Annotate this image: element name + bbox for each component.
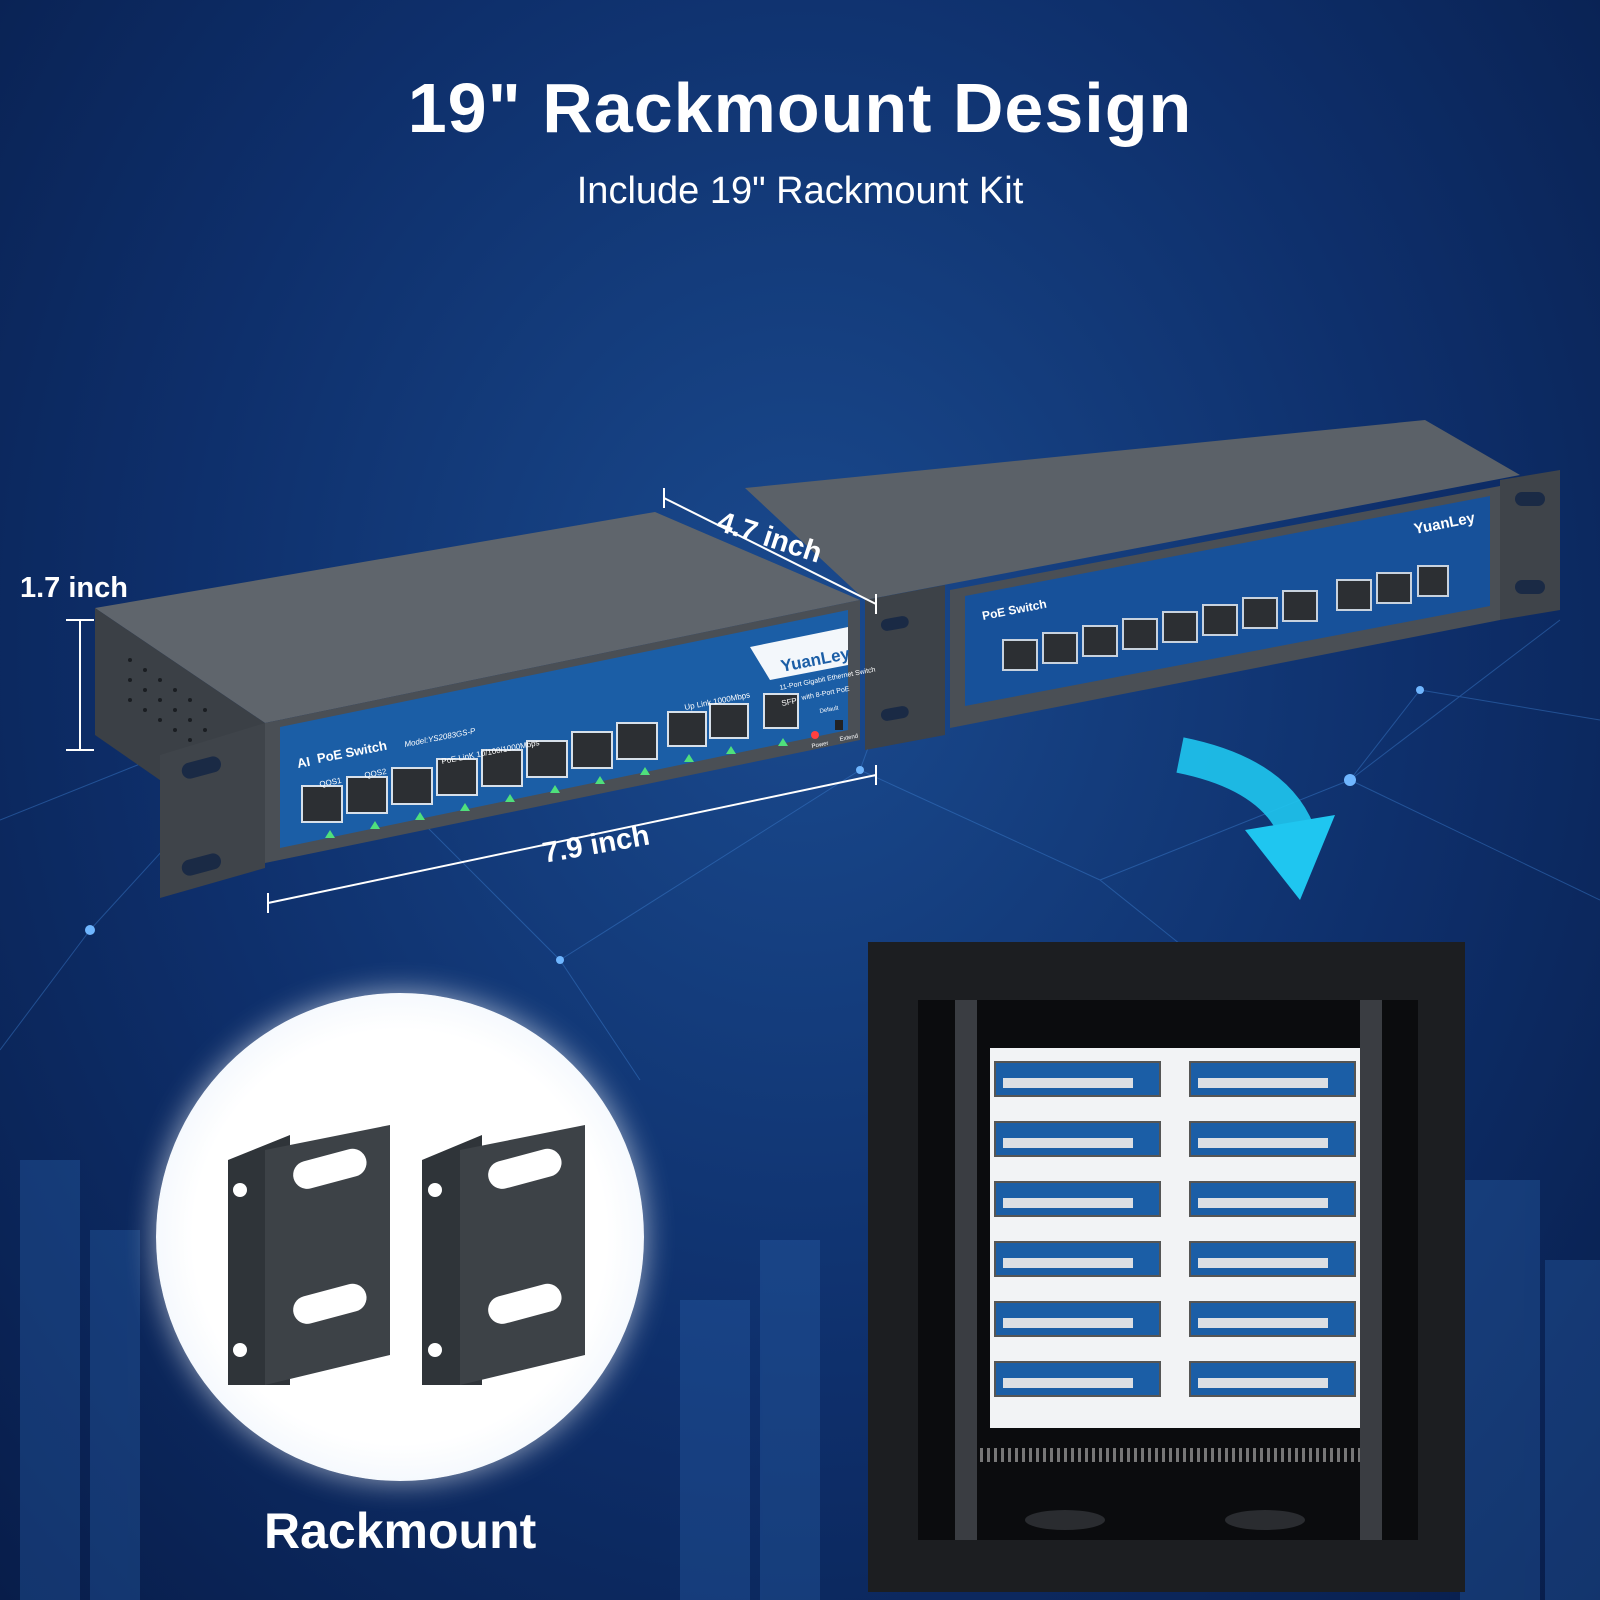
dimension-lines: [66, 488, 877, 913]
panel-extend: Extend: [839, 734, 858, 743]
panel-qos1: QOS1: [319, 776, 343, 789]
panel-qos2: QOS2: [364, 767, 388, 780]
rackmount-label: Rackmount: [264, 1503, 537, 1559]
page-subtitle: Include 19" Rackmount Kit: [576, 170, 1024, 212]
panel-power: Power: [811, 741, 829, 750]
arrow-head-icon: [1245, 815, 1335, 900]
rear-switch-top: [745, 420, 1520, 600]
panel-sfp: SFP: [781, 696, 798, 708]
page-title: 19" Rackmount Design: [407, 69, 1193, 147]
panel-ai-badge: AI: [296, 754, 312, 771]
panel-default: Default: [819, 705, 839, 715]
bracket-right: [422, 1125, 585, 1385]
bracket-left: [228, 1125, 390, 1385]
front-switch-top: [95, 512, 860, 723]
dimension-height: 1.7 inch: [20, 572, 128, 604]
